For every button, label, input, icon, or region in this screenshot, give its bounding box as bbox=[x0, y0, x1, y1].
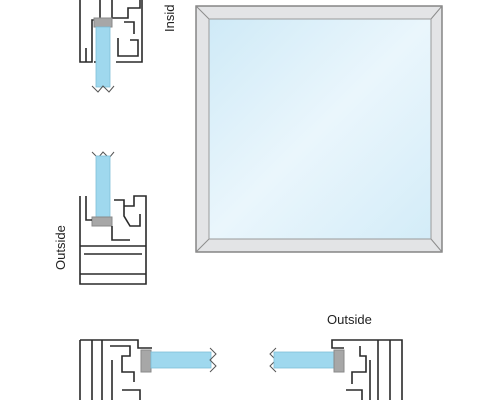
left-jamb-gasket bbox=[140, 349, 152, 373]
right-jamb-gasket bbox=[333, 349, 345, 373]
frame-mitre-bl bbox=[195, 238, 210, 253]
frame-mitre-tl bbox=[195, 5, 210, 20]
right-jamb-section bbox=[269, 339, 403, 400]
head-gasket bbox=[93, 17, 113, 28]
head-section bbox=[79, 0, 143, 93]
sill-gasket bbox=[91, 216, 113, 227]
window-elevation bbox=[195, 5, 443, 253]
sill-section bbox=[79, 151, 147, 285]
head-glass bbox=[95, 26, 111, 88]
left-jamb-glass bbox=[150, 351, 212, 369]
outside-vertical-label: Outside bbox=[53, 225, 68, 270]
outside-horizontal-label: Outside bbox=[327, 312, 372, 327]
left-jamb-section bbox=[79, 339, 217, 400]
window-glass bbox=[208, 18, 432, 240]
inside-label: Insid bbox=[162, 4, 177, 32]
frame-mitre-br bbox=[430, 238, 443, 253]
frame-mitre-tr bbox=[430, 5, 443, 20]
right-jamb-glass bbox=[273, 351, 335, 369]
sill-glass bbox=[95, 155, 111, 219]
